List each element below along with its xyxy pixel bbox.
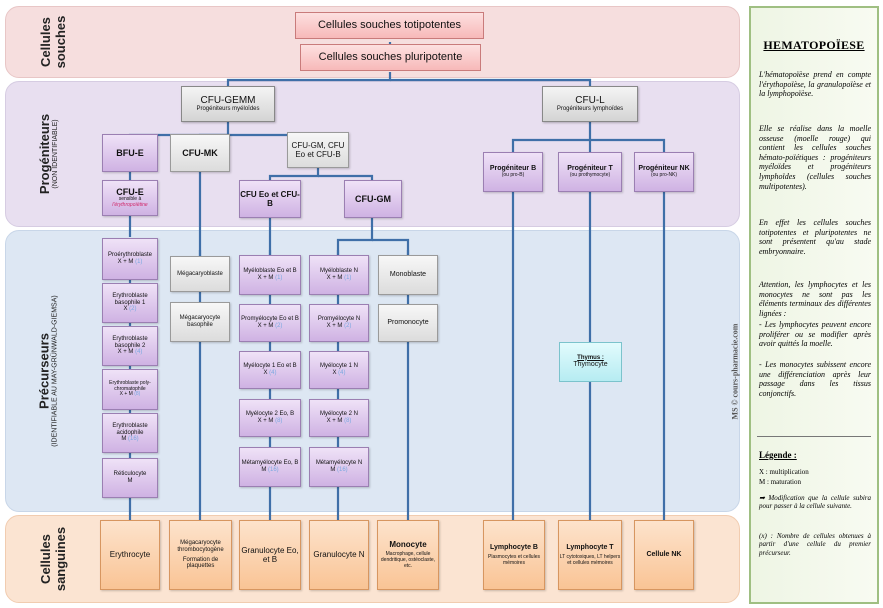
box-progeniteur-b: Progéniteur B (ou pro-B) bbox=[483, 152, 543, 192]
label-souches: Cellules souches bbox=[38, 15, 68, 69]
panel-title: HEMATOPOÏESE bbox=[763, 38, 865, 52]
box-myeloblaste-eob: Myéloblaste Eo et B X + M (1) bbox=[239, 255, 301, 295]
watermark: MS © cours-pharmacie.com bbox=[730, 323, 740, 419]
box-granulocyte-n: Granulocyte N bbox=[309, 520, 369, 590]
panel-paragraph-2: Elle se réalise dans la moelle osseuse (… bbox=[759, 124, 871, 191]
box-erythrocyte: Erythrocyte bbox=[100, 520, 160, 590]
box-monocyte: Monocyte Macrophage, cellule dendritique… bbox=[377, 520, 439, 590]
legend-count: (x) : Nombre de cellules obtenues à part… bbox=[759, 532, 871, 557]
box-totipotentes: Cellules souches totipotentes bbox=[295, 12, 484, 39]
box-erythroblaste-baso1: Erythroblaste basophile 1 X (2) bbox=[102, 283, 158, 323]
info-panel: HEMATOPOÏESE L'hématopoïèse prend en com… bbox=[749, 6, 879, 604]
box-myelocyte2-n: Myélocyte 2 N X + M (8) bbox=[309, 399, 369, 437]
box-erythroblaste-baso2: Erythroblaste basophile 2 X + M (4) bbox=[102, 326, 158, 366]
label-sanguines: Cellules sanguines bbox=[38, 526, 68, 592]
box-metamyelocyte-eob: Métamyélocyte Eo, B M (16) bbox=[239, 447, 301, 487]
box-megacaryocyte: Mégacaryocyte thrombocytogène Formation … bbox=[169, 520, 232, 590]
panel-paragraph-4: Attention, les lymphocytes et les monocy… bbox=[759, 280, 871, 318]
box-proerythroblaste: Proérythroblaste X + M (1) bbox=[102, 238, 158, 280]
box-erythroblaste-acidophile: Erythroblaste acidophile M (16) bbox=[102, 413, 158, 453]
box-progeniteur-nk: Progéniteur NK (ou pro-NK) bbox=[634, 152, 694, 192]
panel-paragraph-3: En effet les cellules souches totipotent… bbox=[759, 218, 871, 256]
box-promonocyte: Promonocyte bbox=[378, 304, 438, 342]
box-progeniteur-t: Progéniteur T (ou prothymocyte) bbox=[558, 152, 622, 192]
panel-divider bbox=[757, 436, 871, 437]
box-megacaryoblaste: Mégacaryoblaste bbox=[170, 256, 230, 292]
box-cfu-mk: CFU-MK bbox=[170, 134, 230, 172]
box-bfu-e: BFU-E bbox=[102, 134, 158, 172]
box-erythroblaste-polychromato: Erythroblaste poly-chromatophile X + M (… bbox=[102, 369, 158, 410]
label-precurseurs: Précurseurs(IDENTIFIABLE AU MAY-GRÜNWALD… bbox=[37, 295, 59, 447]
box-metamyelocyte-n: Métamyélocyte N M (16) bbox=[309, 447, 369, 487]
box-myelocyte1-n: Myélocyte 1 N X (4) bbox=[309, 351, 369, 389]
box-myelocyte1-eob: Myélocyte 1 Eo et B X (4) bbox=[239, 351, 301, 389]
box-promyelocyte-eob: Promyélocyte Eo et B X + M (2) bbox=[239, 304, 301, 342]
box-megacaryocyte-basophile: Mégacaryocyte basophile bbox=[170, 302, 230, 342]
box-lymphocyte-t: Lymphocyte T LT cytotoxiques, LT helpers… bbox=[558, 520, 622, 590]
box-pluripotente: Cellules souches pluripotente bbox=[300, 44, 481, 71]
box-granulocyte-eob: Granulocyte Eo, et B bbox=[239, 520, 301, 590]
panel-paragraph-6: - Les monocytes subissent encore une dif… bbox=[759, 360, 871, 398]
box-thymocyte: Thymus : Thymocyte bbox=[559, 342, 622, 382]
legend-arrow: ➡ Modification que la cellule subira pou… bbox=[759, 494, 871, 511]
box-cfu-gm: CFU-GM bbox=[344, 180, 402, 218]
box-cellule-nk: Cellule NK bbox=[634, 520, 694, 590]
panel-paragraph-5: - Les lymphocytes peuvent encore prolifé… bbox=[759, 320, 871, 349]
box-cfu-eo-b: CFU Eo et CFU-B bbox=[239, 180, 301, 218]
box-myelocyte2-eob: Myélocyte 2 Eo, B X + M (8) bbox=[239, 399, 301, 437]
label-progeniteurs: Progéniteurs(NON IDENTIFIABLE) bbox=[37, 113, 59, 195]
box-monoblaste: Monoblaste bbox=[378, 255, 438, 295]
box-cfu-l: CFU-L Progéniteurs lymphoïdes bbox=[542, 86, 638, 122]
legend-x: X : multiplication bbox=[759, 468, 809, 476]
box-lymphocyte-b: Lymphocyte B Plasmocytes et cellules mém… bbox=[483, 520, 545, 590]
box-promyelocyte-n: Promyélocyte N X + M (2) bbox=[309, 304, 369, 342]
box-reticulocyte: Réticulocyte M bbox=[102, 458, 158, 498]
panel-paragraph-1: L'hématopoïèse prend en compte l'érythop… bbox=[759, 70, 871, 99]
box-cfu-e: CFU-E sensible à l'érythropoïétine bbox=[102, 180, 158, 216]
legend-title: Légende : bbox=[759, 450, 797, 460]
box-cfu-gemm: CFU-GEMM Progéniteurs myéloïdes bbox=[181, 86, 275, 122]
box-cfu-gm-eo-b: CFU-GM, CFU Eo et CFU-B bbox=[287, 132, 349, 168]
box-myeloblaste-n: Myéloblaste N X + M (1) bbox=[309, 255, 369, 295]
legend-m: M : maturation bbox=[759, 478, 801, 486]
